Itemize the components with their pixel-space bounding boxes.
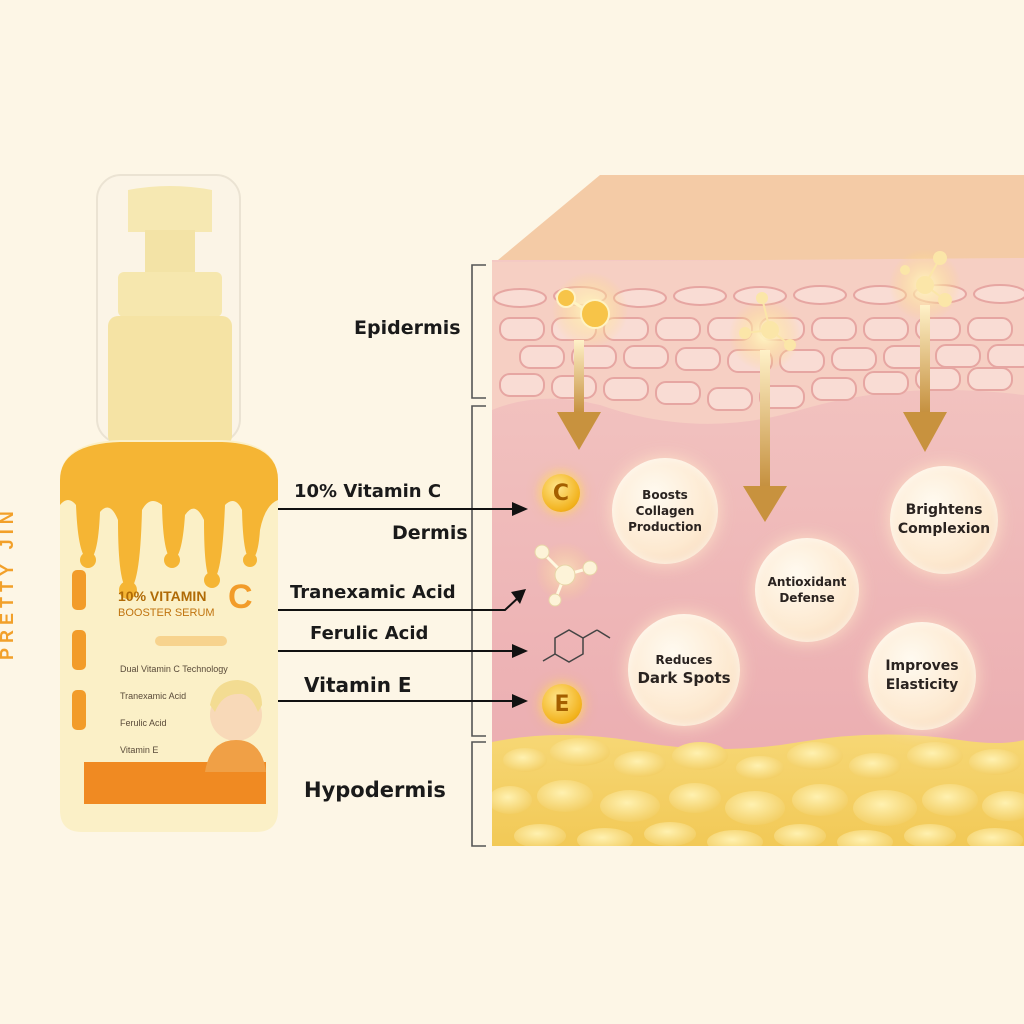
vitamin-e-icon: E — [542, 684, 582, 724]
benefit-collagen: Boosts Collagen Production — [612, 458, 718, 564]
bottle-product-line2: BOOSTER SERUM — [118, 607, 215, 619]
label-hypodermis: Hypodermis — [304, 778, 446, 802]
ferulic-structure-icon — [542, 629, 611, 663]
bottle-brand: PRETTY JIN — [0, 506, 17, 660]
label-tranexamic-acid: Tranexamic Acid — [290, 582, 456, 603]
serum-bottle — [60, 174, 278, 832]
benefit-elasticity: Improves Elasticity — [868, 622, 976, 730]
bottle-ingredient-4: Vitamin E — [120, 745, 159, 755]
label-ferulic-acid: Ferulic Acid — [310, 623, 429, 644]
label-vitamin-c: 10% Vitamin C — [294, 481, 442, 502]
ingredient-connectors — [255, 508, 521, 702]
layer-brackets — [471, 264, 486, 847]
bottle-product-line1: 10% VITAMIN — [118, 588, 207, 604]
label-epidermis: Epidermis — [354, 317, 461, 339]
label-vitamin-e: Vitamin E — [304, 673, 412, 697]
benefit-dark-spots: Reduces Dark Spots — [628, 614, 740, 726]
bottle-ingredient-2: Tranexamic Acid — [120, 691, 187, 701]
label-dermis: Dermis — [392, 522, 468, 544]
molecule-icon — [534, 542, 598, 607]
bottle-product-letter: C — [228, 578, 253, 616]
bottle-ingredient-3: Ferulic Acid — [120, 718, 167, 728]
bottle-ingredient-1: Dual Vitamin C Technology — [120, 664, 228, 674]
bottle-tagline-pill — [155, 636, 227, 646]
benefit-brightens: Brightens Complexion — [890, 466, 998, 574]
vitamin-c-icon: C — [542, 474, 580, 512]
penetration-arrows — [552, 249, 961, 522]
benefit-antioxidant: Antioxidant Defense — [755, 538, 859, 642]
